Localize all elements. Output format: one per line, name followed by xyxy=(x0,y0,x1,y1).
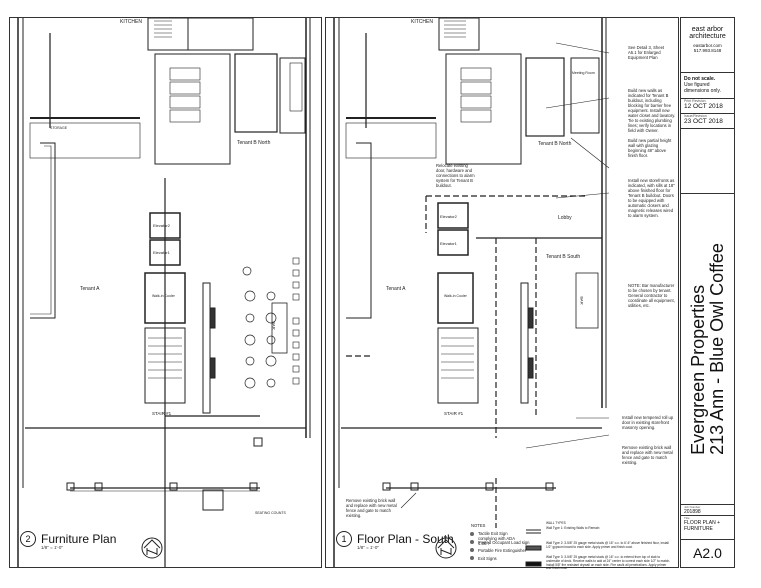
room-label-walk-in-cooler: Walk-in Cooler xyxy=(152,294,175,298)
room-label-tenant-b-south: Tenant B South xyxy=(546,254,581,260)
notes-legend-item: Exit Signs xyxy=(478,556,497,561)
scale-note-line1: Do not scale. xyxy=(684,76,716,82)
date1-value: 12 OCT 2018 xyxy=(684,103,723,110)
wall-types-title: WALL TYPES xyxy=(546,521,566,525)
room-label-kitchen: KITCHEN xyxy=(411,19,433,25)
view-scale: 1/8" = 1'-0" xyxy=(357,545,379,550)
room-label-kitchen: KITCHEN xyxy=(120,19,142,25)
scale-note: Do not scale. Use figured dimensions onl… xyxy=(681,73,734,99)
room-label-tenant-a: Tenant A xyxy=(80,286,100,292)
floor-plan-south-panel: KITCHEN Meeting Room Tenant B North Lobb… xyxy=(325,17,679,571)
room-label-stair: STAIR #1 xyxy=(444,411,464,416)
north-arrow-icon xyxy=(435,537,457,559)
annotation-remove-brick-wall-bottom: Remove existing brick wall and replace w… xyxy=(346,498,397,518)
annotation-partial-height-wall: Build new partial height wall with glazi… xyxy=(628,138,672,158)
title-block: east arbor architecture eastarbor.com 51… xyxy=(680,17,735,568)
job-number-cell: Job Number 201898 xyxy=(681,505,734,516)
view-number-bubble: 1 xyxy=(336,531,352,547)
room-label-walk-in-cooler: Walk-in Cooler xyxy=(444,294,467,298)
job-number-label: Job Number xyxy=(684,505,701,509)
wall-type-1: Wall Type 1: Existing Walls to Remain xyxy=(546,526,600,530)
wall-type-3: Wall Type 3: 3-5/8" 25 gauge metal studs… xyxy=(546,555,671,571)
blank-cell xyxy=(681,129,734,194)
firm-name-line1: east arbor xyxy=(691,26,724,33)
scale-note-line2: Use figured xyxy=(684,82,710,88)
annotation-storefronts: Install new storefronts as indicated, wi… xyxy=(628,178,675,218)
job-number-value: 201898 xyxy=(684,509,701,515)
sheet-title-line2: FURNITURE xyxy=(684,526,713,532)
view-name: Floor Plan - South xyxy=(357,532,454,546)
sheet-title-cell: Title FLOOR PLAN + FURNITURE xyxy=(681,516,734,540)
project-name-line1: Evergreen Properties xyxy=(687,284,708,455)
firm-block: east arbor architecture eastarbor.com 51… xyxy=(681,18,734,73)
view-name: Furniture Plan xyxy=(41,532,117,546)
project-name-block: Evergreen Properties 213 Ann - Blue Owl … xyxy=(681,194,734,505)
annotation-roll-up-door: Install new tempered roll up door in exi… xyxy=(622,415,674,430)
scale-note-line3: dimensions only. xyxy=(684,88,721,94)
date1-label: Print Revision xyxy=(684,99,706,103)
room-label-tenant-a: Tenant A xyxy=(386,286,406,292)
sheet-number: A2.0 xyxy=(693,545,722,561)
project-name-line2: 213 Ann - Blue Owl Coffee xyxy=(706,243,727,455)
room-label-lobby: Lobby xyxy=(558,215,572,221)
room-label-elevator1: Elevator1 xyxy=(153,250,170,255)
annotation-relocate-door: Relocate existing door, hardware and con… xyxy=(436,163,475,188)
furniture-plan-drawing xyxy=(17,18,311,567)
date2-label: Issue/Revision xyxy=(684,114,707,118)
room-label-bar: BAR xyxy=(579,296,585,305)
annotation-build-new-walls: Build new walls as indicated for Tenant … xyxy=(628,88,676,133)
annotation-see-detail: See Detail 3, Sheet A5.1 for Enlarged Eq… xyxy=(628,45,665,60)
date2-value: 23 OCT 2018 xyxy=(684,118,723,125)
notes-legend-title: NOTES xyxy=(471,523,486,528)
view-scale: 1/8" = 1'-0" xyxy=(41,545,63,550)
firm-website: eastarbor.com xyxy=(693,43,722,48)
sheet-number-cell: A2.0 xyxy=(681,540,734,567)
annotation-bar-manufacturer: NOTE: Bar manufacturer to be chosen by t… xyxy=(628,283,675,308)
room-label-elevator1: Elevator1 xyxy=(440,241,457,246)
sheet-title-label: Title xyxy=(684,516,690,520)
floor-plan-south-drawing xyxy=(333,18,610,567)
date-print-revision: Print Revision 12 OCT 2018 xyxy=(681,99,734,114)
notes-legend-item: Portable Fire Extinguisher xyxy=(478,548,527,553)
room-label-elevator2: Elevator2 xyxy=(440,214,457,219)
view-title-floor-plan-south: 1 Floor Plan - South 1/8" = 1'-0" xyxy=(336,531,454,550)
room-label-elevator2: Elevator2 xyxy=(153,223,170,228)
view-title-furniture-plan: 2 Furniture Plan 1/8" = 1'-0" xyxy=(20,531,117,550)
north-arrow-icon xyxy=(141,537,163,559)
view-number-bubble: 2 xyxy=(20,531,36,547)
firm-name-line2: architecture xyxy=(689,33,726,40)
notes-legend-item: Posted Occupant Load sign xyxy=(478,540,530,545)
room-label-stair: STAIR #1 xyxy=(152,411,172,416)
sheet-title-line1: FLOOR PLAN + xyxy=(684,520,720,526)
annotation-remove-brick-wall: Remove existing brick wall and replace w… xyxy=(622,445,673,465)
firm-phone: 517.993.8148 xyxy=(693,48,722,53)
room-label-tenant-b-north: Tenant B North xyxy=(237,140,271,146)
wall-type-2: Wall Type 2: 3-5/8" 25 gauge metal studs… xyxy=(546,541,669,549)
seating-counts-legend: SEATING COUNTS xyxy=(255,511,286,515)
room-label-storage: STORAGE xyxy=(50,126,68,130)
room-label-tenant-b-north: Tenant B North xyxy=(538,141,572,147)
date-issue-revision: Issue/Revision 23 OCT 2018 xyxy=(681,114,734,129)
room-label-meeting-room: Meeting Room xyxy=(572,71,595,75)
notes-legend-item: Tactile Exit Sign complying with ADA 4.3… xyxy=(478,531,515,546)
furniture-plan-panel: KITCHEN STORAGE Tenant B North Elevator2… xyxy=(9,17,322,568)
room-label-bar: BAR xyxy=(271,321,277,330)
